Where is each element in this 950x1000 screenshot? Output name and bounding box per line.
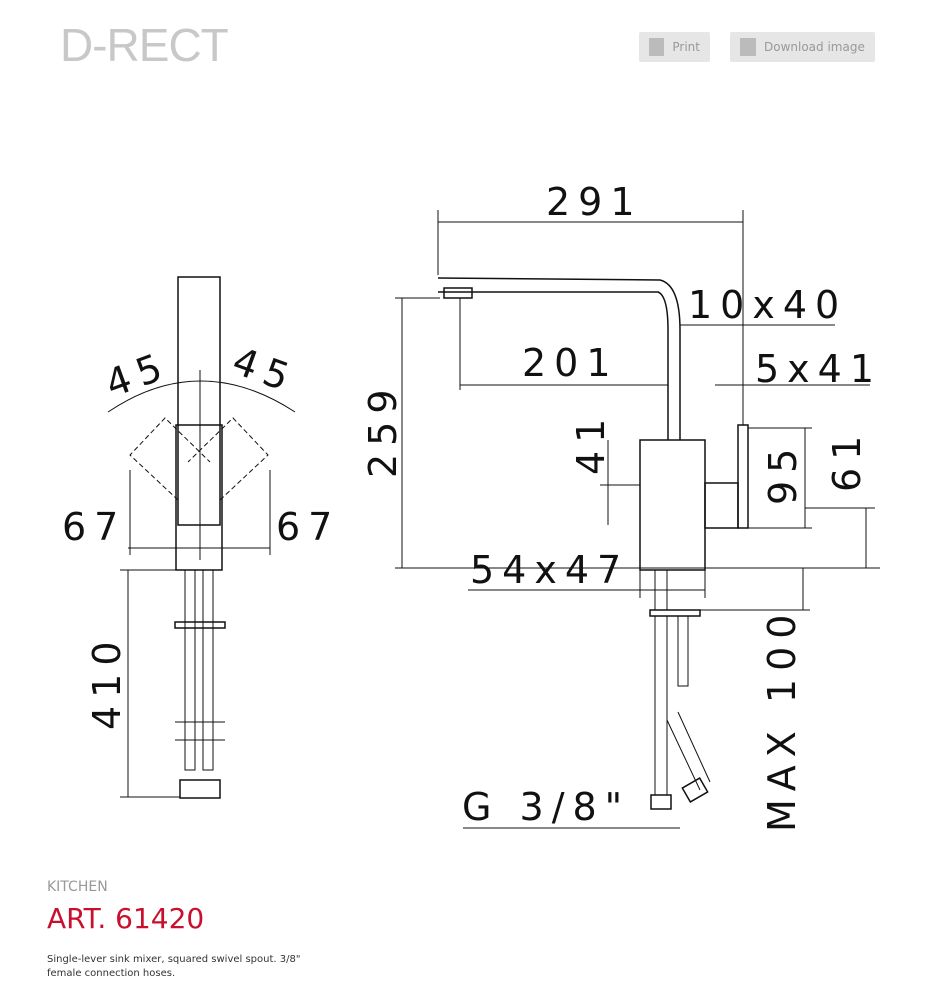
- article-number: ART. 61420: [47, 902, 205, 935]
- download-image-button[interactable]: Download image: [730, 32, 875, 62]
- printer-icon: [649, 38, 665, 56]
- brand-logo: D-RECT: [60, 19, 229, 71]
- dim-291: 291: [546, 180, 643, 224]
- dim-54x47: 54x47: [470, 548, 629, 592]
- dim-10x40: 10x40: [688, 283, 847, 327]
- print-label: Print: [672, 40, 700, 54]
- dim-259: 259: [361, 381, 405, 478]
- download-label: Download image: [764, 40, 865, 54]
- dim-max-100: MAX 100: [760, 607, 804, 832]
- front-view: [107, 276, 296, 799]
- dim-410: 410: [85, 633, 129, 730]
- dim-201: 201: [522, 341, 619, 385]
- angle-right-label: 45: [227, 339, 303, 402]
- product-category: KITCHEN: [47, 879, 108, 895]
- dim-g-3-8: G 3/8": [462, 785, 630, 829]
- dim-5x41: 5x41: [755, 347, 882, 391]
- dim-95: 95: [761, 441, 805, 505]
- dim-67-right: 67: [276, 505, 340, 549]
- download-icon: [740, 38, 756, 56]
- side-view: [395, 210, 880, 829]
- product-description: Single-lever sink mixer, squared swivel …: [47, 954, 301, 979]
- dim-67-left: 67: [62, 505, 126, 549]
- print-button[interactable]: Print: [639, 32, 710, 62]
- dim-61: 61: [825, 428, 869, 492]
- dim-diameter-41: 41: [569, 411, 613, 475]
- angle-left-label: 45: [100, 343, 176, 406]
- technical-drawing: 45 45 67 67 410 291 10x40 201 5x41 259 4…: [62, 180, 882, 832]
